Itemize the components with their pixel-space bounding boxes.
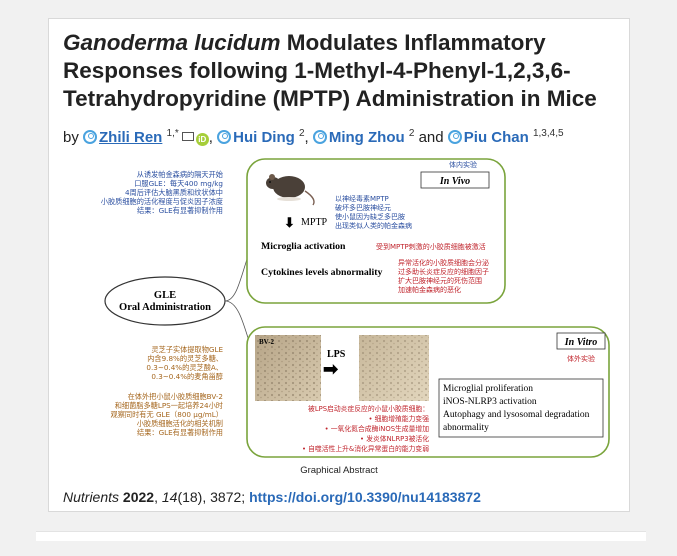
mptp-note-line: 出现类似人类的帕金森病 bbox=[335, 221, 412, 230]
author-link[interactable]: Zhili Ren bbox=[99, 129, 163, 146]
left-bottom-note-line: 观察同时有无 GLE（800 μg/mL） bbox=[111, 410, 223, 419]
person-icon bbox=[83, 130, 98, 144]
article-card: Ganoderma lucidum Modulates Inflammatory… bbox=[48, 18, 630, 512]
citation-volume: 14 bbox=[161, 489, 178, 505]
lps-label: LPS bbox=[327, 349, 346, 360]
left-top-note-line: 口服GLE：每天400 mg/kg bbox=[134, 179, 223, 188]
mptp-label: MPTP bbox=[301, 217, 328, 228]
title-species: Ganoderma lucidum bbox=[63, 30, 281, 55]
orcid-icon[interactable]: iD bbox=[195, 133, 209, 146]
outcome-line: Microglial proliferation bbox=[443, 383, 533, 394]
left-top-note-line: 从诱发帕金森病的隔天开始 bbox=[137, 170, 223, 179]
title-rest: Modulates Inflammatory Responses followi… bbox=[63, 30, 597, 111]
mptp-note-line: 以神经毒素MPTP bbox=[335, 194, 389, 203]
author-line: by Zhili Ren 1,*iD, Hui Ding 2, Ming Zho… bbox=[63, 128, 564, 146]
gle-label: GLE bbox=[154, 290, 176, 301]
doi-link[interactable]: https://doi.org/10.3390/nu14183872 bbox=[249, 489, 481, 505]
cytokines-note-line: 异常活化的小胶质细胞会分泌 bbox=[398, 258, 489, 267]
in-vitro-note-line: 被LPS启动炎症反应的小鼠小胶质细胞： bbox=[308, 404, 429, 413]
cytokines-note-line: 过多助长炎症反应的细胞因子 bbox=[398, 267, 489, 276]
in-vivo-tag: In Vivo bbox=[439, 176, 470, 187]
left-bottom-note-line: 和细菌脂多糖LPS一起培养24小时 bbox=[115, 401, 223, 410]
person-icon bbox=[312, 130, 327, 144]
left-top-note-line: 结果：GLE有显著抑制作用 bbox=[137, 206, 223, 215]
article-title[interactable]: Ganoderma lucidum Modulates Inflammatory… bbox=[63, 29, 623, 113]
in-vivo-zh: 体内实验 bbox=[449, 160, 477, 169]
left-mid-note-line: 0.3~0.4%的麦角甾醇 bbox=[151, 372, 223, 381]
next-card-edge bbox=[36, 531, 646, 541]
in-vivo-frame bbox=[246, 158, 506, 304]
left-top-note-line: 小胶质细胞的活化程度与促炎因子浓度 bbox=[101, 197, 223, 206]
in-vitro-note-line: • 自噬活性上升&消化异常蛋白的能力变弱 bbox=[302, 444, 429, 453]
in-vitro-note-line: • 细胞增殖能力变强 bbox=[368, 414, 429, 423]
left-bottom-note-line: 小胶质细胞活化的相关机制 bbox=[137, 419, 223, 428]
left-mid-note-line: 内含9.8%的灵芝多糖、 bbox=[147, 354, 223, 363]
left-mid-note-line: 0.3~0.4%的灵芝酸A、 bbox=[146, 363, 223, 372]
mptp-note-line: 使小鼠因为缺乏多巴胺 bbox=[335, 212, 405, 221]
author-link[interactable]: Piu Chan bbox=[463, 129, 529, 146]
oral-admin-label: Oral Administration bbox=[119, 302, 211, 313]
mptp-note-line: 破坏多巴胺神经元 bbox=[335, 203, 391, 212]
author-affiliation: 2 bbox=[408, 128, 415, 139]
mouse-icon bbox=[266, 174, 315, 206]
citation-issue: (18) bbox=[177, 489, 203, 505]
person-icon bbox=[447, 130, 462, 144]
microglia-activation: Microglia activation bbox=[261, 241, 346, 252]
in-vivo-tag-box bbox=[420, 171, 490, 189]
in-vitro-tag-box bbox=[556, 332, 606, 350]
citation-year: 2022 bbox=[122, 489, 155, 505]
microglia-note: 受到MPTP刺激的小胶质细胞被激活 bbox=[376, 242, 486, 251]
author-affiliation: 1,3,4,5 bbox=[532, 128, 564, 139]
bv2-label: BV-2 bbox=[259, 338, 275, 346]
citation-page: 3872; bbox=[210, 489, 246, 505]
in-vitro-note-line: • 一氧化氮合成酶iNOS生成量增加 bbox=[325, 424, 430, 433]
in-vitro-note-line: • 发炎体NLRP3被活化 bbox=[360, 434, 429, 443]
outcome-line: abnormality bbox=[443, 423, 489, 433]
cytokines-abnormality: Cytokines levels abnormality bbox=[261, 267, 382, 278]
left-bottom-note-line: 在体外把小鼠小胶质细胞BV-2 bbox=[128, 392, 223, 401]
left-mid-note-line: 灵芝子实体提取物GLE bbox=[151, 345, 223, 354]
journal-name: Nutrients bbox=[63, 489, 120, 505]
person-icon bbox=[217, 130, 232, 144]
in-vitro-tag: In Vitro bbox=[564, 337, 598, 348]
outcome-line: iNOS-NLRP3 activation bbox=[443, 397, 537, 407]
right-arrow-icon: ➡ bbox=[323, 359, 339, 379]
outcomes-box bbox=[438, 378, 604, 438]
author-link[interactable]: Ming Zhou bbox=[328, 129, 405, 146]
in-vitro-zh: 体外实验 bbox=[567, 354, 595, 363]
cytokines-note-line: 扩大巴胺神经元的死伤范围 bbox=[398, 276, 482, 285]
mail-icon[interactable] bbox=[181, 132, 194, 141]
authors-and: and bbox=[418, 129, 444, 146]
down-arrow-icon: ⬇ bbox=[284, 215, 295, 230]
outcome-line: Autophagy and lysosomal degradation bbox=[443, 410, 590, 420]
left-top-note-line: 4周后评估大脑黑质和纹状体中 bbox=[125, 188, 223, 197]
author-affiliation: 1,* bbox=[166, 128, 179, 139]
cytokines-note-line: 加速帕金森病的恶化 bbox=[398, 285, 461, 294]
gle-ellipse bbox=[104, 276, 226, 326]
authors-prefix: by bbox=[63, 129, 79, 146]
graphical-abstract-caption: Graphical Abstract bbox=[300, 465, 378, 476]
graphical-abstract[interactable]: 从诱发帕金森病的隔天开始 口服GLE：每天400 mg/kg 4周后评估大脑黑质… bbox=[67, 153, 615, 467]
author-affiliation: 2 bbox=[298, 128, 305, 139]
graphical-abstract-figure: 从诱发帕金森病的隔天开始 口服GLE：每天400 mg/kg 4周后评估大脑黑质… bbox=[101, 158, 610, 458]
citation: Nutrients 2022, 14(18), 3872; https://do… bbox=[63, 489, 481, 505]
author-link[interactable]: Hui Ding bbox=[233, 129, 295, 146]
left-bottom-note-line: 结果：GLE有显著抑制作用 bbox=[137, 428, 223, 437]
